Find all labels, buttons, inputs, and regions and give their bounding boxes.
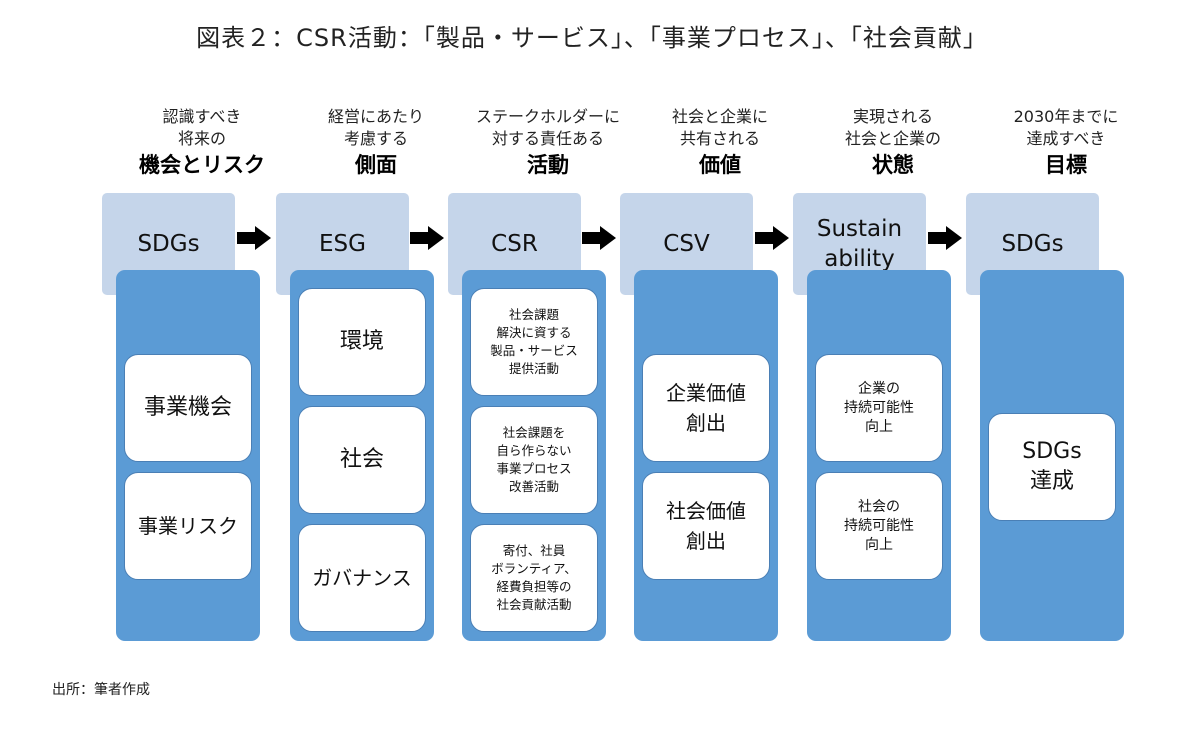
heading-line-2: 考慮する <box>343 129 408 148</box>
card-environment: 環境 <box>298 288 426 396</box>
card-governance: ガバナンス <box>298 524 426 632</box>
source-note: 出所：筆者作成 <box>52 682 150 698</box>
card-business-process: 社会課題を 自ら作らない 事業プロセス 改善活動 <box>470 406 598 514</box>
concept-label: SDGs <box>137 231 200 257</box>
heading-line-1: 社会と企業に <box>671 107 768 126</box>
column-sustainability-state: 実現される 社会と企業の 状態 Sustain ability 企業の 持続可能… <box>793 100 979 645</box>
card-business-risk: 事業リスク <box>124 472 252 580</box>
heading-line-2: 将来の <box>177 129 226 148</box>
card-social-contribution: 寄付、社員 ボランティア、 経費負担等の 社会貢献活動 <box>470 524 598 632</box>
column-heading: 実現される 社会と企業の 状態 <box>807 106 979 180</box>
card-social-sustainability: 社会の 持続可能性 向上 <box>815 472 943 580</box>
heading-line-3: 目標 <box>1045 153 1087 177</box>
heading-line-1: ステークホルダーに <box>475 107 620 126</box>
column-opportunities-risks: 認識すべき 将来の 機会とリスク SDGs 事業機会 事業リスク <box>102 100 288 645</box>
card-business-opportunity: 事業機会 <box>124 354 252 462</box>
heading-line-2: 社会と企業の <box>844 129 941 148</box>
column-heading: ステークホルダーに 対する責任ある 活動 <box>462 106 634 180</box>
concept-label: CSR <box>491 231 538 257</box>
content-panel: SDGs 達成 <box>980 270 1124 641</box>
heading-line-3: 活動 <box>527 153 569 177</box>
column-heading: 社会と企業に 共有される 価値 <box>634 106 806 180</box>
column-heading: 認識すべき 将来の 機会とリスク <box>116 106 288 180</box>
heading-line-2: 達成すべき <box>1026 129 1106 148</box>
right-arrow-icon <box>410 226 444 250</box>
right-arrow-icon <box>755 226 789 250</box>
card-corporate-value: 企業価値 創出 <box>642 354 770 462</box>
heading-line-2: 対する責任ある <box>491 129 604 148</box>
card-society: 社会 <box>298 406 426 514</box>
card-social-value: 社会価値 創出 <box>642 472 770 580</box>
content-panel: 社会課題 解決に資する 製品・サービス 提供活動 社会課題を 自ら作らない 事業… <box>462 270 606 641</box>
heading-line-1: 2030年までに <box>1013 107 1119 126</box>
column-csr-activities: ステークホルダーに 対する責任ある 活動 CSR 社会課題 解決に資する 製品・… <box>448 100 634 645</box>
column-shared-value: 社会と企業に 共有される 価値 CSV 企業価値 創出 社会価値 創出 <box>620 100 806 645</box>
card-sdgs-achievement: SDGs 達成 <box>988 413 1116 521</box>
heading-line-3: 価値 <box>699 153 741 177</box>
heading-line-1: 実現される <box>852 107 933 126</box>
column-heading: 経営にあたり 考慮する 側面 <box>290 106 462 180</box>
right-arrow-icon <box>237 226 271 250</box>
figure-title: 図表２：CSR活動：「製品・サービス」、「事業プロセス」、「社会貢献」 <box>196 24 988 52</box>
content-panel: 環境 社会 ガバナンス <box>290 270 434 641</box>
concept-label: CSV <box>663 231 710 257</box>
column-esg-aspects: 経営にあたり 考慮する 側面 ESG 環境 社会 ガバナンス <box>276 100 462 645</box>
content-panel: 企業価値 創出 社会価値 創出 <box>634 270 778 641</box>
concept-label: SDGs <box>1001 231 1064 257</box>
card-corporate-sustainability: 企業の 持続可能性 向上 <box>815 354 943 462</box>
heading-line-2: 共有される <box>679 129 760 148</box>
card-products-services: 社会課題 解決に資する 製品・サービス 提供活動 <box>470 288 598 396</box>
heading-line-3: 機会とリスク <box>139 153 265 177</box>
column-2030-goals: 2030年までに 達成すべき 目標 SDGs SDGs 達成 <box>966 100 1152 645</box>
concept-label: Sustain ability <box>816 216 903 272</box>
right-arrow-icon <box>582 226 616 250</box>
column-heading: 2030年までに 達成すべき 目標 <box>980 106 1152 180</box>
heading-line-3: 状態 <box>872 153 914 177</box>
heading-line-1: 経営にあたり <box>327 107 424 126</box>
concept-label: ESG <box>319 231 366 257</box>
heading-line-3: 側面 <box>355 153 397 177</box>
content-panel: 事業機会 事業リスク <box>116 270 260 641</box>
right-arrow-icon <box>928 226 962 250</box>
content-panel: 企業の 持続可能性 向上 社会の 持続可能性 向上 <box>807 270 951 641</box>
heading-line-1: 認識すべき <box>162 107 242 126</box>
